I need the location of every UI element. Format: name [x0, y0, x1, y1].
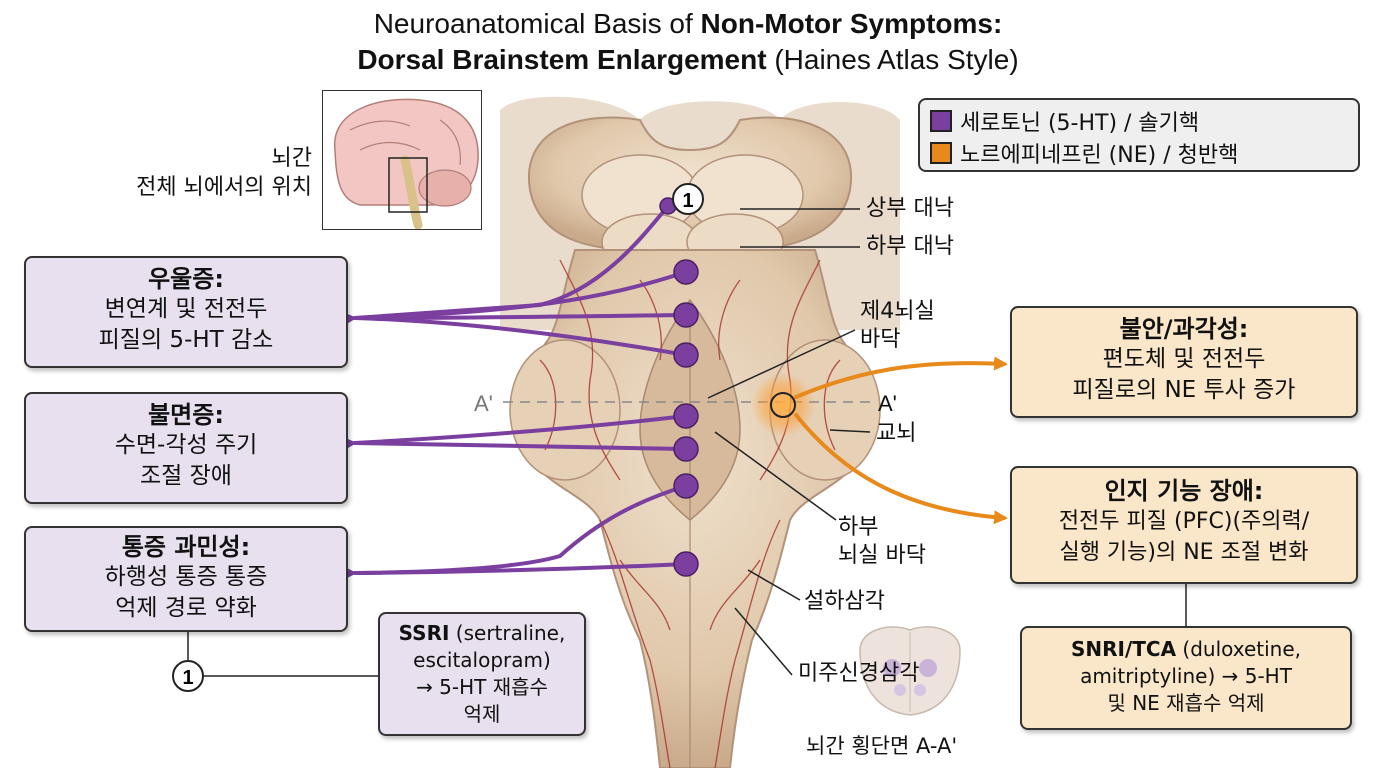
- label-fourth-ventricle-line2: 바닥: [860, 327, 901, 352]
- cognition-line2: 실행 기능)의 NE 조절 변화: [1059, 540, 1309, 565]
- insomnia-line2: 조절 장애: [140, 463, 232, 489]
- marker-1-top: [672, 183, 704, 215]
- pain-line1: 하행성 통증 통증: [104, 564, 268, 590]
- title-prefix: Neuroanatomical Basis of: [373, 8, 701, 39]
- title-bold-1: Non-Motor Symptoms:: [700, 8, 1003, 39]
- projection-insomnia-1: [344, 414, 688, 450]
- pain-box: 통증 과민성: 하행성 통증 통증 억제 경로 약화: [24, 526, 348, 632]
- anxiety-box: 불안/과각성: 편도체 및 전전두 피질로의 NE 투사 증가: [1010, 306, 1358, 418]
- label-superior-colliculus: 상부 대낙: [866, 196, 954, 221]
- snri-box: SNRI/TCA (duloxetine, amitriptyline) → 5…: [1020, 626, 1352, 730]
- raphe-dot: [673, 436, 699, 462]
- raphe-nuclei: [659, 197, 699, 577]
- insomnia-box: 불면증: 수면-각성 주기 조절 장애: [24, 392, 348, 504]
- label-cross-section: 뇌간 횡단면 A-A': [806, 734, 958, 758]
- snri-bold: SNRI/TCA: [1070, 637, 1177, 661]
- depression-line2: 피질의 5-HT 감소: [98, 327, 274, 353]
- snri-line2: amitriptyline) → 5-HT: [1080, 664, 1292, 688]
- snri-line3: 및 NE 재흡수 억제: [1107, 691, 1265, 715]
- projection-depression-4: [353, 316, 688, 357]
- inset-label-line2: 전체 뇌에서의 위치: [136, 175, 312, 200]
- cognition-box: 인지 기능 장애: 전전두 피질 (PFC)(주의력/ 실행 기능)의 NE 조…: [1010, 466, 1358, 584]
- section-label-left: A': [474, 391, 493, 416]
- label-lower-floor-line1: 하부: [838, 515, 879, 540]
- label-fourth-ventricle: 제4뇌실 바닥: [860, 298, 935, 354]
- insomnia-head: 불면증:: [148, 401, 224, 429]
- label-pons: 교뇌: [876, 421, 917, 446]
- legend-serotonin-label: 세로토닌 (5-HT) / 솔기핵: [960, 111, 1200, 136]
- depression-head: 우울증:: [148, 265, 224, 293]
- label-fourth-ventricle-line1: 제4뇌실: [860, 299, 935, 324]
- cognition-head: 인지 기능 장애:: [1104, 477, 1264, 505]
- legend: 세로토닌 (5-HT) / 솔기핵 노르에피네프린 (NE) / 청반핵: [918, 98, 1360, 172]
- anxiety-head: 불안/과각성:: [1119, 315, 1249, 343]
- legend-serotonin-swatch: [930, 110, 952, 132]
- title-suffix: (Haines Atlas Style): [766, 44, 1019, 75]
- locus-coeruleus-marker: [770, 392, 796, 418]
- ssri-box: SSRI (sertraline, escitalopram) → 5-HT 재…: [378, 612, 586, 736]
- label-vagal-trigone: 미주신경삼각: [798, 661, 920, 686]
- anxiety-line1: 편도체 및 전전두: [1102, 346, 1266, 372]
- inset-label-line1: 뇌간: [271, 146, 312, 171]
- legend-ne-swatch: [930, 142, 952, 164]
- insomnia-line1: 수면-각성 주기: [114, 432, 258, 458]
- raphe-dot: [673, 551, 699, 577]
- title-bold-2: Dorsal Brainstem Enlargement: [357, 44, 767, 75]
- ssri-bold: SSRI: [398, 621, 450, 645]
- projection-depression-3: [353, 313, 688, 320]
- anxiety-line2: 피질로의 NE 투사 증가: [1072, 377, 1296, 403]
- ssri-line1: (sertraline,: [449, 621, 566, 645]
- projection-cognition: [794, 413, 1008, 525]
- cognition-line1: 전전두 피질 (PFC)(주의력/: [1058, 509, 1310, 534]
- legend-ne-label: 노르에피네프린 (NE) / 청반핵: [960, 143, 1239, 168]
- legend-serotonin: 세로토닌 (5-HT) / 솔기핵: [930, 106, 1199, 136]
- label-lower-floor: 하부 뇌실 바닥: [838, 514, 926, 570]
- raphe-dot: [673, 473, 699, 499]
- raphe-dot: [673, 259, 699, 285]
- ne-projections: [794, 356, 1008, 525]
- raphe-dot: [673, 403, 699, 429]
- depression-box: 우울증: 변연계 및 전전두 피질의 5-HT 감소: [24, 256, 348, 368]
- serotonin-projections: [344, 204, 688, 580]
- projection-depression-2: [353, 270, 688, 320]
- label-lower-floor-line2: 뇌실 바닥: [838, 543, 926, 568]
- inset-label: 뇌간 전체 뇌에서의 위치: [80, 144, 312, 202]
- ssri-line4: 억제: [463, 702, 501, 726]
- ssri-line3: → 5-HT 재흡수: [416, 675, 548, 699]
- projection-anxiety: [794, 356, 1008, 399]
- projection-pain-2: [353, 562, 688, 575]
- marker-1-bottom-text: 1: [182, 667, 193, 689]
- label-hypoglossal-trigone: 설하삼각: [804, 589, 885, 614]
- inset-frame: [322, 90, 482, 230]
- snri-line1: (duloxetine,: [1176, 637, 1302, 661]
- leader-lines: [187, 208, 1187, 677]
- inset-brain: [334, 98, 479, 230]
- ssri-line2: escitalopram): [413, 648, 551, 672]
- raphe-dot: [673, 342, 699, 368]
- pain-line2: 억제 경로 약화: [115, 595, 257, 621]
- cross-section-thumbnail: [859, 626, 961, 716]
- projection-insomnia-2: [353, 441, 688, 451]
- pain-head: 통증 과민성:: [121, 533, 251, 561]
- marker-1-bottom: [172, 660, 204, 692]
- label-inferior-colliculus: 하부 대낙: [866, 234, 954, 259]
- section-label-right: A': [878, 391, 897, 416]
- page-title: Neuroanatomical Basis of Non-Motor Sympt…: [0, 6, 1376, 78]
- raphe-dot: [673, 302, 699, 328]
- legend-ne: 노르에피네프린 (NE) / 청반핵: [930, 138, 1238, 168]
- depression-line1: 변연계 및 전전두: [104, 296, 268, 322]
- marker-1-top-text: 1: [682, 190, 693, 212]
